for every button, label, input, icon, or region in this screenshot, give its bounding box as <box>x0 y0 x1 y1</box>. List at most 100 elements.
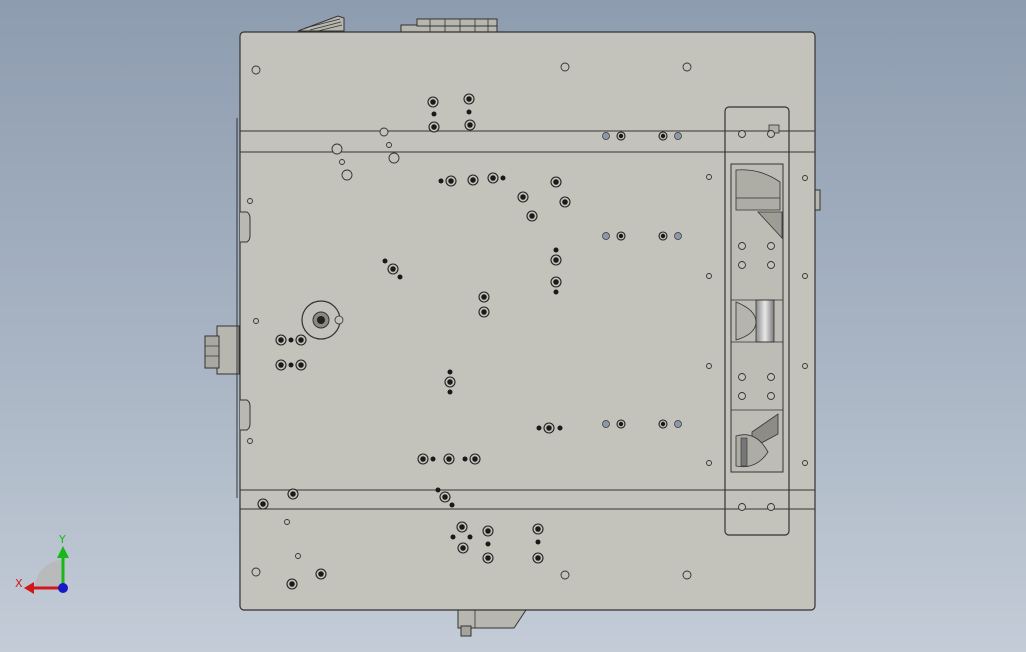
triad-y-arrowhead <box>57 546 69 558</box>
mounting-hole <box>535 539 541 545</box>
mounting-hole-bore <box>481 294 487 300</box>
mounting-hole <box>462 456 468 462</box>
mounting-hole <box>388 152 400 164</box>
mounting-hole <box>706 460 712 466</box>
mounting-hole-bore <box>562 199 568 205</box>
left-side-connector <box>204 325 240 375</box>
orientation-triad: Y X <box>15 533 69 594</box>
mounting-hole <box>602 420 610 428</box>
mounting-hole-bore <box>420 456 426 462</box>
mounting-hole <box>767 242 775 250</box>
mounting-hole <box>674 132 682 140</box>
mounting-hole <box>450 534 456 540</box>
mounting-hole <box>674 420 682 428</box>
mounting-hole <box>738 392 746 400</box>
mounting-hole-bore <box>553 179 559 185</box>
mounting-hole-bore <box>520 194 526 200</box>
mounting-hole-bore <box>442 494 448 500</box>
mounting-hole <box>802 460 808 466</box>
mounting-hole-bore <box>485 528 491 534</box>
triad-x-arrowhead <box>24 582 34 594</box>
mounting-hole <box>767 392 775 400</box>
mounting-hole-bore <box>459 524 465 530</box>
mounting-holes <box>247 62 808 590</box>
triad-y-label: Y <box>58 533 66 546</box>
mounting-hole <box>447 389 453 395</box>
mounting-hole <box>500 175 506 181</box>
mounting-hole <box>738 261 746 269</box>
bottom-connector-part <box>457 609 527 637</box>
mounting-hole-bore <box>278 337 284 343</box>
mounting-hole <box>560 62 570 72</box>
mounting-hole-bore <box>553 257 559 263</box>
triad-z-axis <box>58 583 68 593</box>
mounting-hole <box>331 143 343 155</box>
mounting-hole <box>435 487 441 493</box>
mounting-hole <box>767 261 775 269</box>
mounting-hole <box>767 373 775 381</box>
mounting-hole <box>379 127 389 137</box>
triad-quarter-disc <box>35 560 63 588</box>
mounting-hole-bore <box>490 175 496 181</box>
mounting-hole <box>485 541 491 547</box>
mounting-hole-bore <box>318 571 324 577</box>
mounting-hole <box>738 373 746 381</box>
mounting-hole-bore <box>448 178 454 184</box>
mounting-hole <box>467 534 473 540</box>
mounting-hole <box>738 242 746 250</box>
mounting-hole-bore <box>290 491 296 497</box>
mounting-hole <box>431 111 437 117</box>
mounting-hole <box>674 232 682 240</box>
mounting-hole-bore <box>485 555 491 561</box>
mounting-hole-bore <box>535 555 541 561</box>
mounting-hole <box>247 198 253 204</box>
mounting-hole-bore <box>278 362 284 368</box>
mounting-hole-bore <box>660 421 666 427</box>
mounting-hole-bore <box>431 124 437 130</box>
mounting-hole <box>802 363 808 369</box>
mounting-hole <box>288 362 294 368</box>
mounting-hole-bore <box>660 133 666 139</box>
mounting-hole-bore <box>460 545 466 551</box>
mounting-hole <box>560 570 570 580</box>
mounting-hole <box>738 503 746 511</box>
mounting-hole <box>284 519 290 525</box>
mounting-hole <box>466 109 472 115</box>
mounting-hole <box>553 289 559 295</box>
mounting-hole-bore <box>660 233 666 239</box>
mounting-hole <box>251 65 261 75</box>
mounting-hole-bore <box>618 233 624 239</box>
mounting-hole <box>602 232 610 240</box>
mounting-hole-bore <box>260 501 266 507</box>
mounting-hole-bore <box>298 362 304 368</box>
mounting-hole <box>288 337 294 343</box>
mounting-hole <box>802 273 808 279</box>
mounting-hole <box>682 570 692 580</box>
cad-model-top-view[interactable] <box>204 15 821 637</box>
mounting-hole-bore <box>390 266 396 272</box>
mounting-hole <box>449 502 455 508</box>
mounting-hole <box>553 247 559 253</box>
right-carriage <box>724 106 790 536</box>
mounting-hole-bore <box>546 425 552 431</box>
rotary-boss <box>301 300 344 340</box>
mounting-hole <box>557 425 563 431</box>
mounting-hole <box>382 258 388 264</box>
mounting-hole-bore <box>618 421 624 427</box>
top-connector-parts <box>297 15 498 33</box>
mounting-hole-bore <box>447 379 453 385</box>
mounting-hole <box>430 456 436 462</box>
mounting-hole-bore <box>535 526 541 532</box>
mounting-hole-bore <box>529 213 535 219</box>
mounting-hole <box>247 438 253 444</box>
mounting-hole <box>706 174 712 180</box>
mounting-hole <box>386 142 392 148</box>
mounting-hole-bore <box>446 456 452 462</box>
mounting-hole-bore <box>618 133 624 139</box>
mounting-hole <box>447 369 453 375</box>
mounting-hole <box>341 169 353 181</box>
mounting-hole <box>706 273 712 279</box>
mounting-hole <box>767 130 775 138</box>
mounting-hole <box>602 132 610 140</box>
